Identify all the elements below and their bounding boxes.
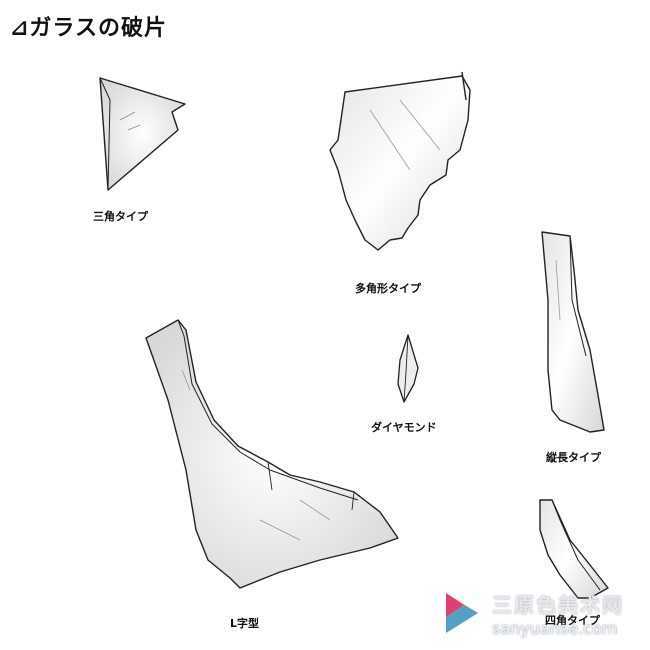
label-diamond: ダイヤモンド	[371, 421, 437, 434]
label-triangle: 三角タイプ	[93, 210, 148, 223]
label-lshape: L字型	[230, 617, 260, 630]
lshape-shard	[145, 319, 399, 589]
watermark-en: sanyuanse.com	[492, 619, 618, 638]
diamond-shard	[397, 334, 419, 403]
label-polygon: 多角形タイプ	[355, 282, 421, 295]
polygon-shard	[329, 71, 471, 251]
page-title: ⊿ガラスの破片	[10, 16, 167, 41]
label-vertical: 縦長タイプ	[546, 451, 601, 464]
vertical-shard	[541, 231, 605, 433]
triangle-shard	[99, 77, 186, 191]
watermark: 三原色美术网 sanyuanse.com	[432, 583, 642, 645]
play-logo-icon	[446, 593, 478, 633]
label-square: 四角タイプ	[545, 614, 600, 627]
square-shard	[539, 499, 609, 599]
watermark-cn: 三原色美术网	[492, 593, 624, 617]
